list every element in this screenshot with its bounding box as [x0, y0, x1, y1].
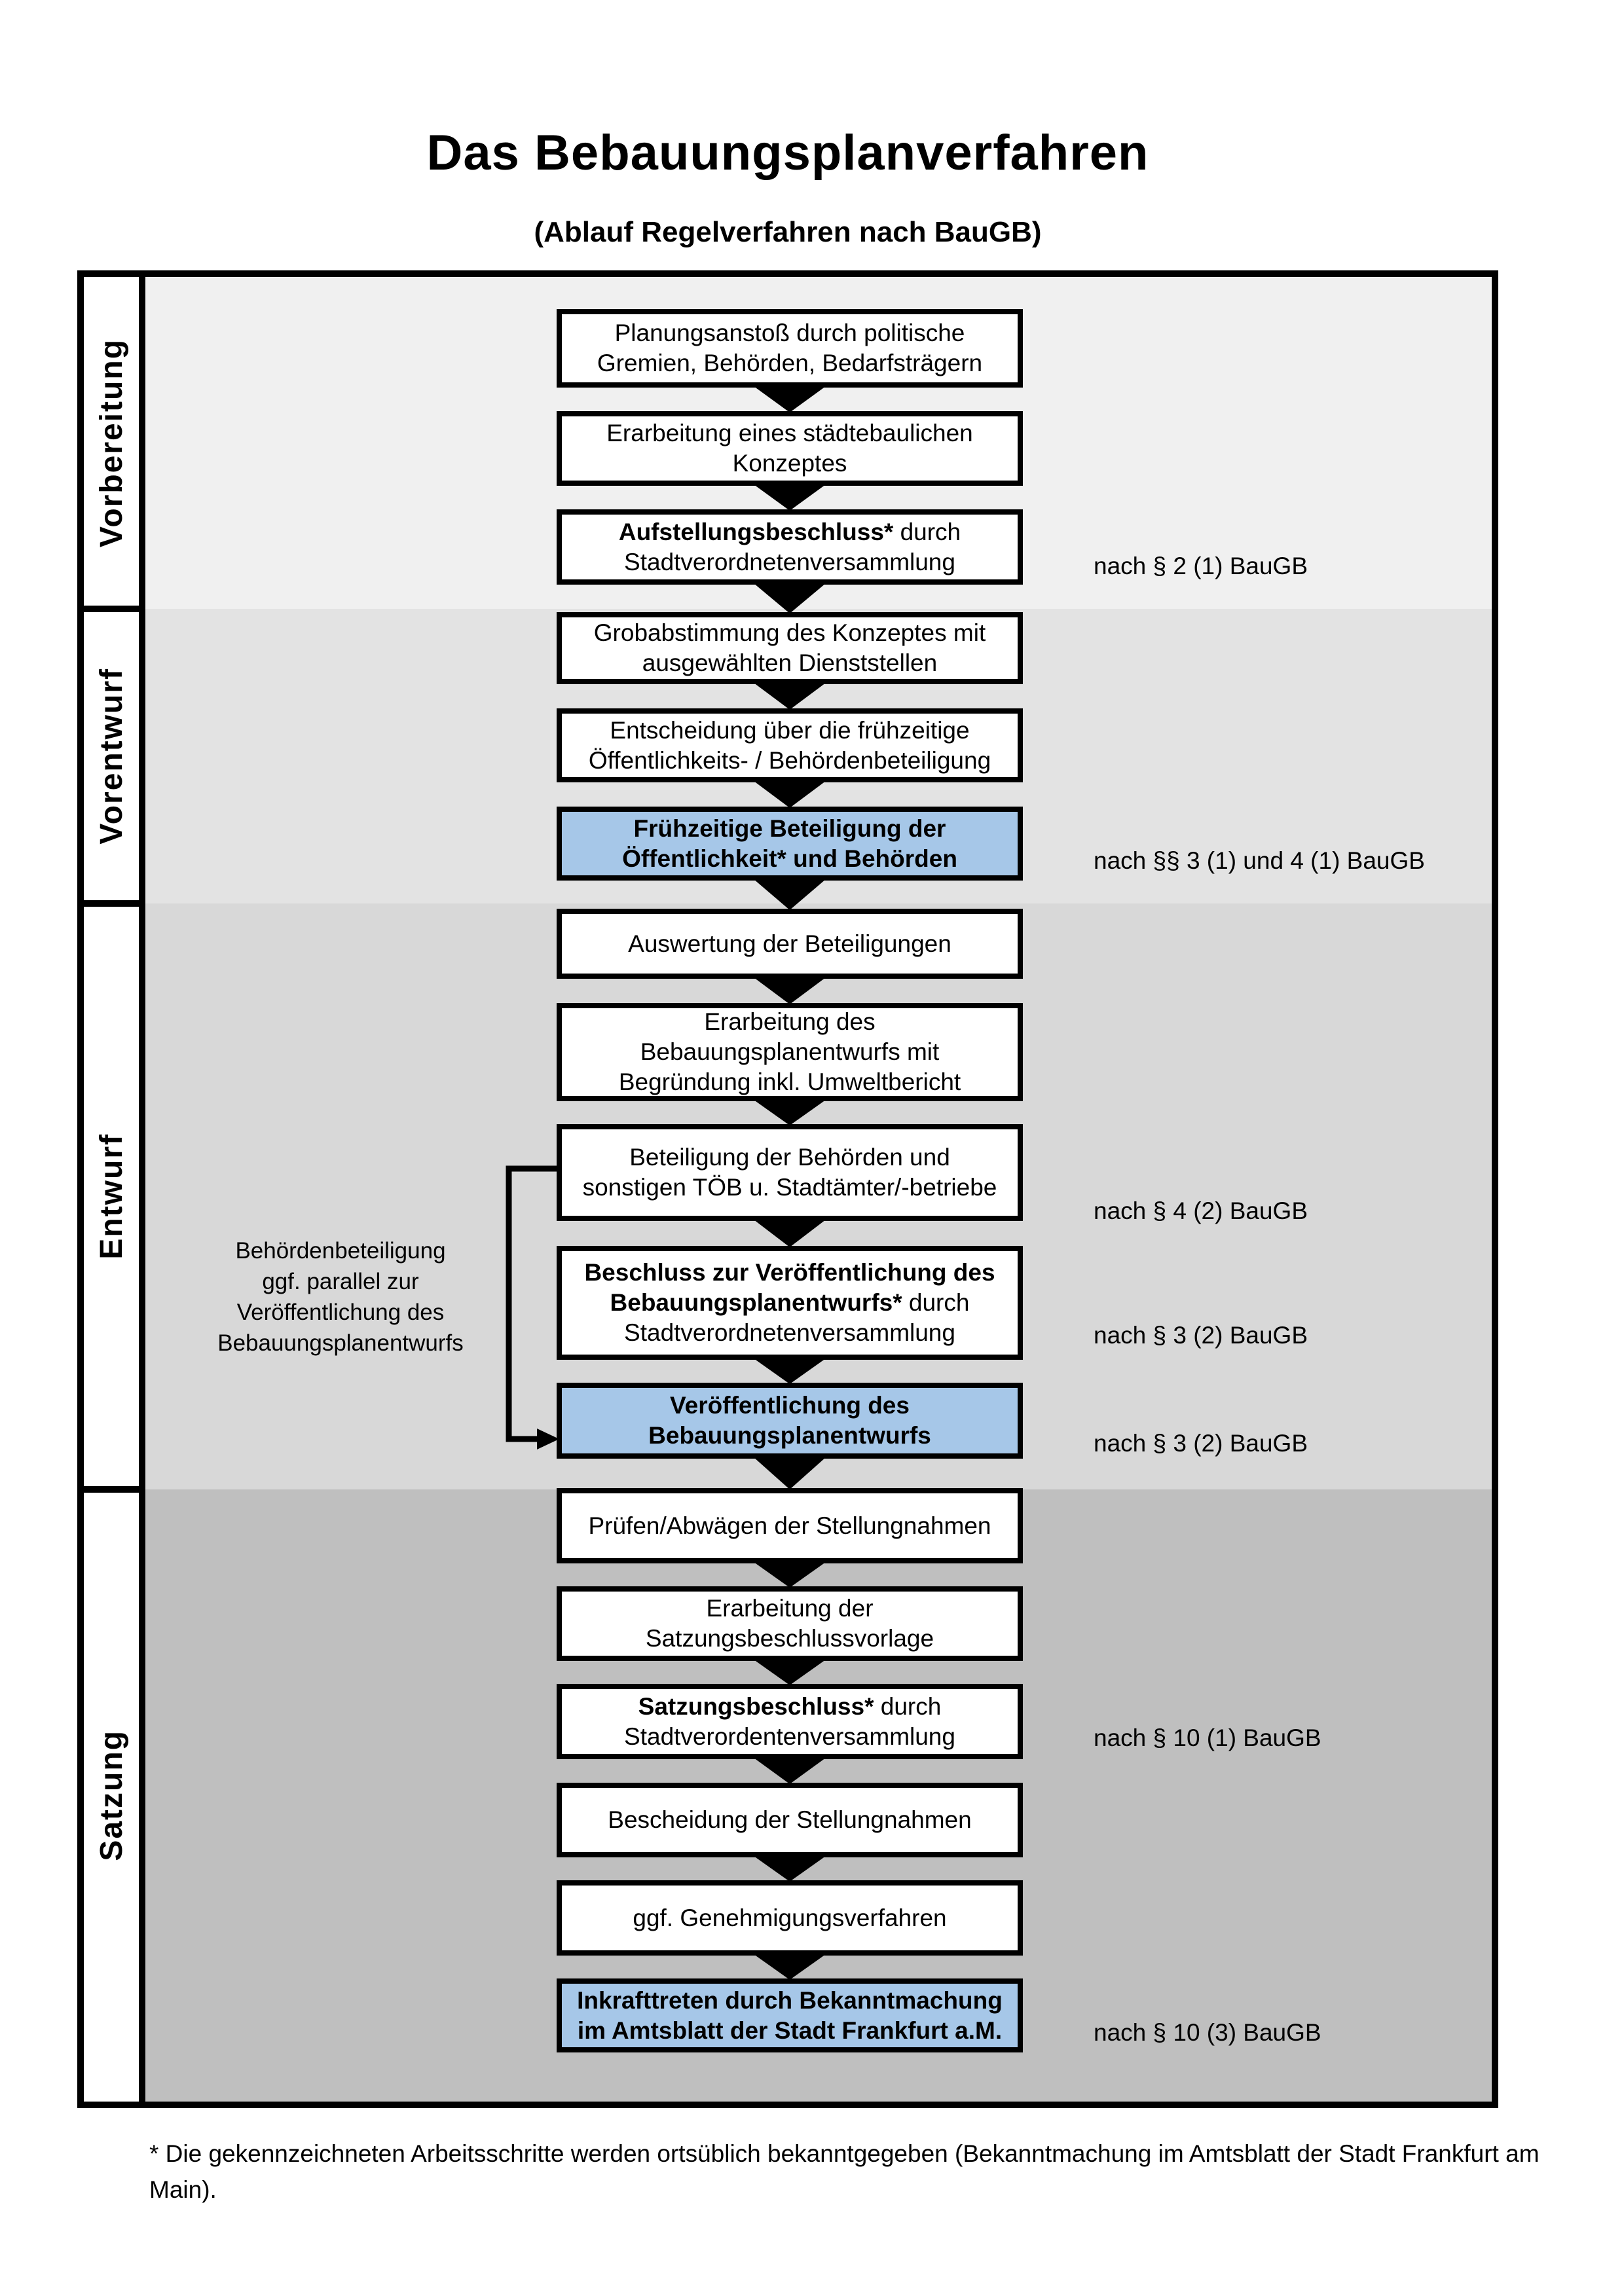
flow-box-line: ggf. Genehmigungsverfahren	[633, 1904, 947, 1931]
flow-box-line: Prüfen/Abwägen der Stellungnahmen	[588, 1512, 991, 1539]
flow-box-line: Bebauungsplanentwurfs mit	[640, 1038, 940, 1065]
flow-box-line: Gremien, Behörden, Bedarfsträgern	[597, 350, 983, 376]
phase-label-text: Vorentwurf	[94, 668, 129, 845]
right-arrow-icon	[537, 1429, 559, 1449]
flow-box-line: Erarbeitung eines städtebaulichen	[606, 420, 973, 446]
flow-box: Auswertung der Beteiligungen	[557, 909, 1023, 979]
phase-label-column	[84, 277, 145, 2102]
flow-box-line: Konzeptes	[732, 450, 847, 477]
flow-box-line: Erarbeitung der	[706, 1595, 874, 1622]
flow-box-line: Aufstellungsbeschluss* durch	[618, 518, 961, 545]
flow-box-line: Satzungsbeschlussvorlage	[645, 1625, 934, 1652]
flow-box: Grobabstimmung des Konzeptes mit ausgewäh…	[557, 612, 1023, 684]
down-arrow-icon	[754, 1562, 826, 1588]
flow-box-line: Veröffentlichung des	[670, 1392, 910, 1419]
flow-box-line: Bescheidung der Stellungnahmen	[608, 1806, 972, 1833]
flow-box-line: Entscheidung über die frühzeitige	[610, 716, 970, 744]
flow-box-line: im Amtsblatt der Stadt Frankfurt a.M.	[577, 2016, 1003, 2044]
flow-box-line: Erarbeitung des	[704, 1008, 876, 1035]
down-arrow-icon	[754, 386, 826, 412]
down-arrow-icon	[754, 977, 826, 1004]
flow-box-line: Auswertung der Beteiligungen	[628, 930, 951, 957]
flow-box-line: ausgewählten Dienststellen	[642, 649, 938, 676]
down-arrow-icon	[754, 1856, 826, 1882]
flow-box-line: Öffentlichkeits- / Behördenbeteiligung	[588, 746, 991, 774]
footnote: * Die gekennzeichneten Arbeitsschritte w…	[149, 2140, 1540, 2203]
phase-divider	[84, 900, 145, 907]
down-arrow-icon	[754, 1954, 826, 1980]
flow-box-line: Bebauungsplanentwurfs* durch	[610, 1289, 970, 1316]
flow-box: Bescheidung der Stellungnahmen	[557, 1783, 1023, 1857]
page-title: Das Bebauungsplanverfahren	[426, 125, 1149, 181]
down-arrow-icon	[754, 484, 826, 511]
flow-box-line: Stadtverordentenversammlung	[624, 1722, 955, 1750]
flow-box-line: Beschluss zur Veröffentlichung des	[584, 1259, 995, 1286]
legal-reference: nach § 10 (3) BauGB	[1094, 2019, 1321, 2046]
down-arrow-icon	[754, 683, 826, 710]
flow-box: ggf. Genehmigungsverfahren	[557, 1880, 1023, 1956]
legal-reference: nach § 3 (2) BauGB	[1094, 1430, 1308, 1457]
parallel-branch-connector	[506, 1165, 560, 1449]
phase-label-2: Vorentwurf	[84, 609, 139, 903]
flow-box-line: Satzungsbeschluss* durch	[638, 1692, 942, 1720]
flow-box-line: Grobabstimmung des Konzeptes mit	[593, 619, 986, 646]
phase-label-3: Entwurf	[84, 903, 139, 1489]
legal-reference: nach §§ 3 (1) und 4 (1) BauGB	[1094, 847, 1425, 874]
phase-label-1: Vorbereitung	[84, 277, 139, 609]
flow-box-line: Beteiligung der Behörden und	[629, 1144, 950, 1171]
legal-reference: nach § 4 (2) BauGB	[1094, 1197, 1308, 1224]
side-note: Behördenbeteiligung ggf. parallel zur Ve…	[217, 1238, 464, 1356]
phase-divider	[84, 606, 145, 612]
down-arrow-icon	[754, 1358, 826, 1384]
down-arrow-icon	[754, 583, 826, 613]
flow-box-line: Planungsanstoß durch politische	[614, 319, 965, 346]
legal-reference: nach § 2 (1) BauGB	[1094, 553, 1308, 579]
legal-reference: nach § 10 (1) BauGB	[1094, 1724, 1321, 1751]
flow-box-line: Bebauungsplanentwurfs	[648, 1422, 931, 1449]
phase-label-text: Satzung	[94, 1730, 129, 1861]
down-arrow-icon	[754, 1220, 826, 1247]
phase-label-4: Satzung	[84, 1489, 139, 2102]
down-arrow-icon	[754, 1100, 826, 1125]
page-subtitle: (Ablauf Regelverfahren nach BauGB)	[534, 216, 1042, 248]
flow-box: Beteiligung der Behörden und sonstigen TÖ…	[557, 1124, 1023, 1221]
down-arrow-icon	[754, 1758, 826, 1784]
flow-box: Prüfen/Abwägen der Stellungnahmen	[557, 1488, 1023, 1563]
flow-box-line: Frühzeitige Beteiligung der	[633, 814, 946, 842]
flow-box-line: Inkrafttreten durch Bekanntmachung	[577, 1986, 1003, 2014]
legal-reference: nach § 3 (2) BauGB	[1094, 1322, 1308, 1349]
phase-label-text: Vorbereitung	[94, 338, 129, 548]
down-arrow-icon	[754, 1457, 826, 1489]
down-arrow-icon	[754, 781, 826, 808]
phase-divider	[84, 1486, 145, 1493]
flow-box-line: Begründung inkl. Umweltbericht	[618, 1068, 961, 1095]
down-arrow-icon	[754, 879, 826, 910]
phase-label-text: Entwurf	[94, 1133, 129, 1260]
flow-box-line: Stadtverordnetenversammlung	[624, 1319, 955, 1346]
down-arrow-icon	[754, 1660, 826, 1685]
flow-box-line: sonstigen TÖB u. Stadtämter/-betriebe	[582, 1174, 997, 1201]
flow-box-line: Öffentlichkeit* und Behörden	[622, 845, 957, 872]
flow-box-line: Stadtverordnetenversammlung	[624, 548, 955, 575]
